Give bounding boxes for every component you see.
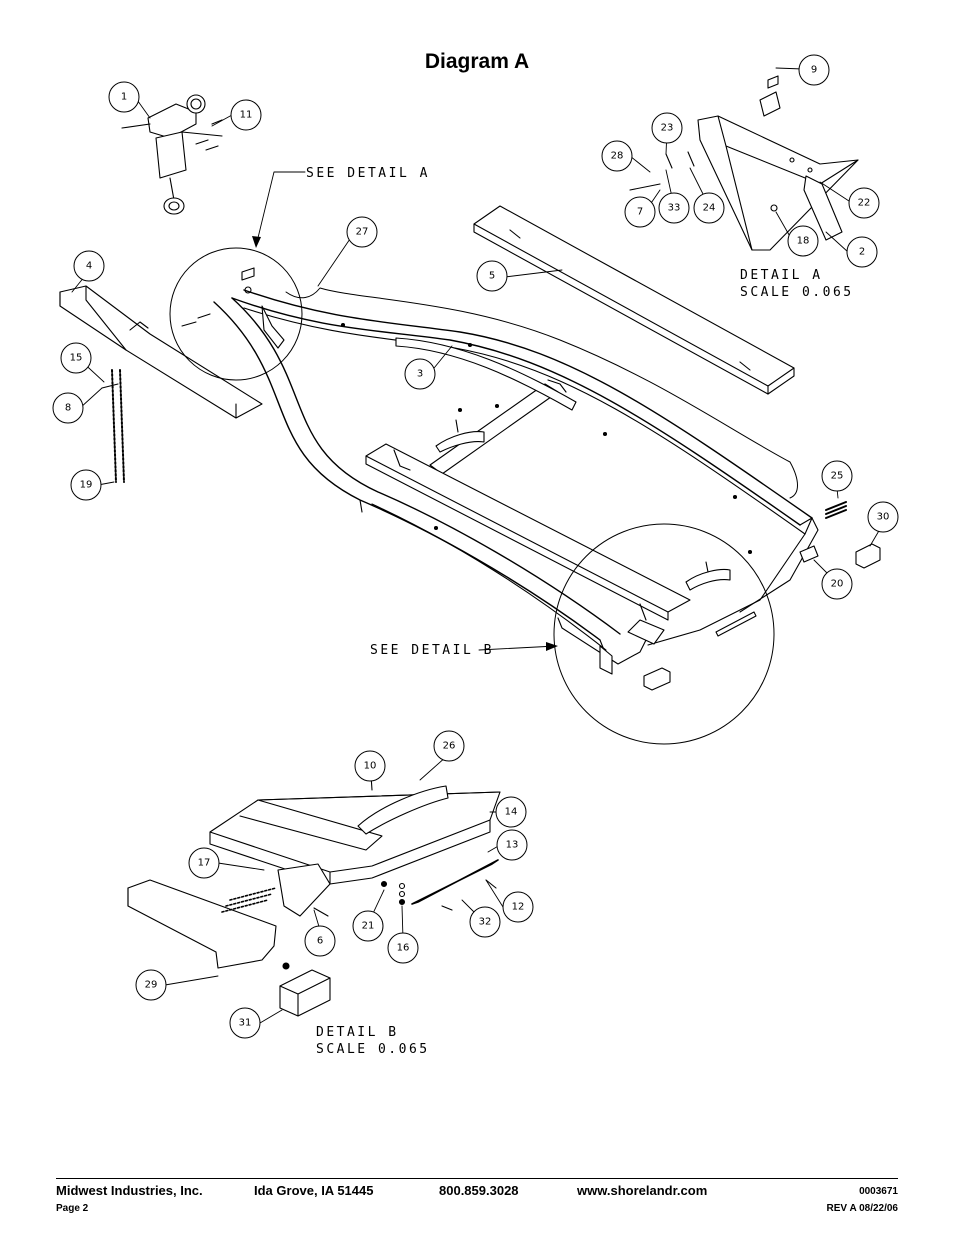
callout-33: 33 [668,203,681,214]
callout-10: 10 [364,761,377,772]
footer-doc-number: 0003671 [859,1186,898,1197]
callout-2: 2 [859,247,865,258]
callout-31: 31 [239,1018,252,1029]
detail-b-assembly [127,759,501,1017]
callout-12: 12 [512,902,525,913]
callout-7: 7 [637,207,643,218]
callout-5: 5 [489,271,495,282]
footer-location: Ida Grove, IA 51445 [254,1183,374,1198]
callout-9: 9 [811,65,817,76]
lower-rail [557,617,647,665]
callout-29: 29 [145,980,158,991]
footer-divider [56,1178,898,1179]
footer-website: www.shorelandr.com [577,1183,708,1198]
callout-18: 18 [797,236,810,247]
detail-b-circle [553,523,775,745]
callout-14: 14 [505,807,518,818]
callouts [52,54,899,1039]
callout-22: 22 [858,198,871,209]
footer-revision: REV A 08/22/06 [826,1203,898,1214]
callout-21: 21 [362,921,375,932]
lower-bunk [365,443,691,621]
detail-b-title: DETAIL B [316,1025,399,1040]
callout-8: 8 [65,403,71,414]
callout-26: 26 [443,741,456,752]
callout-30: 30 [877,512,890,523]
callout-3: 3 [417,369,423,380]
winch-stand [121,94,223,215]
footer-page: Page 2 [56,1203,89,1214]
callout-17: 17 [198,858,211,869]
callout-16: 16 [397,943,410,954]
callout-28: 28 [611,151,624,162]
detail-a-scale: SCALE 0.065 [740,285,854,300]
page-title: Diagram A [424,50,530,73]
callout-1: 1 [121,92,127,103]
callout-32: 32 [479,917,492,928]
detail-a-title: DETAIL A [740,268,823,283]
trailer-frame [59,285,819,651]
callout-23: 23 [661,123,674,134]
bunk-pad [435,431,485,453]
callout-20: 20 [831,579,844,590]
part-3-bunk [395,337,577,411]
callout-27: 27 [356,227,369,238]
part-5-bunk [473,205,795,395]
detail-b-scale: SCALE 0.065 [316,1042,430,1057]
see-detail-a-label: SEE DETAIL A [306,166,430,181]
detail-a-assembly [629,75,859,251]
callout-4: 4 [86,261,92,272]
detail-a-circle [169,247,303,381]
callout-24: 24 [703,203,716,214]
callout-6: 6 [317,936,323,947]
chain-19 [111,369,125,483]
see-detail-b-label: SEE DETAIL B [370,643,494,658]
callout-19: 19 [80,480,93,491]
footer-company: Midwest Industries, Inc. [56,1183,203,1198]
callout-15: 15 [70,353,83,364]
callout-11: 11 [240,110,253,121]
footer-phone: 800.859.3028 [439,1183,519,1198]
callout-13: 13 [506,840,519,851]
callout-25: 25 [831,471,844,482]
